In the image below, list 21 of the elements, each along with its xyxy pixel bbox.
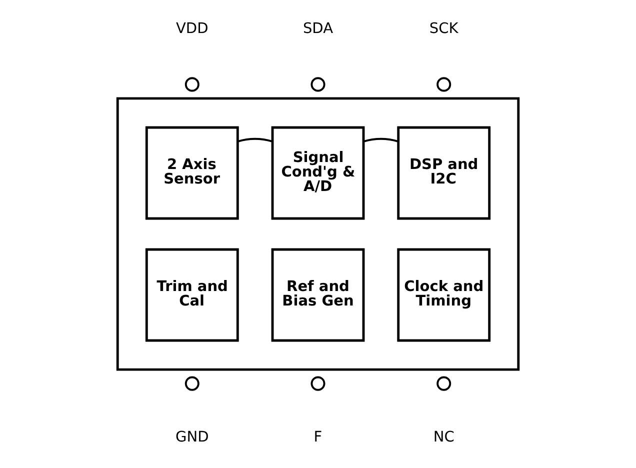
node-label: GND [176,430,209,446]
node-circle [436,376,452,391]
node-box: Trim and Cal [145,248,239,342]
node-circle [436,77,452,92]
node-label: F [314,430,322,446]
connector [363,138,398,142]
node-box: Ref and Bias Gen [271,248,365,342]
cluster [116,97,520,371]
node-label: SCK [429,21,458,38]
node-box: Signal Cond'g & A/D [271,126,365,220]
node-circle [184,77,200,92]
node-label: VDD [176,21,208,38]
node-circle [184,376,200,391]
node-box: Clock and Timing [397,248,491,342]
connector [238,138,273,142]
node-label: SDA [302,21,334,38]
node-box: 2 Axis Sensor [145,126,239,220]
node-circle [310,376,326,391]
node-box: DSP and I2C [397,126,491,220]
node-label: NC [433,430,454,446]
node-circle [310,77,326,92]
